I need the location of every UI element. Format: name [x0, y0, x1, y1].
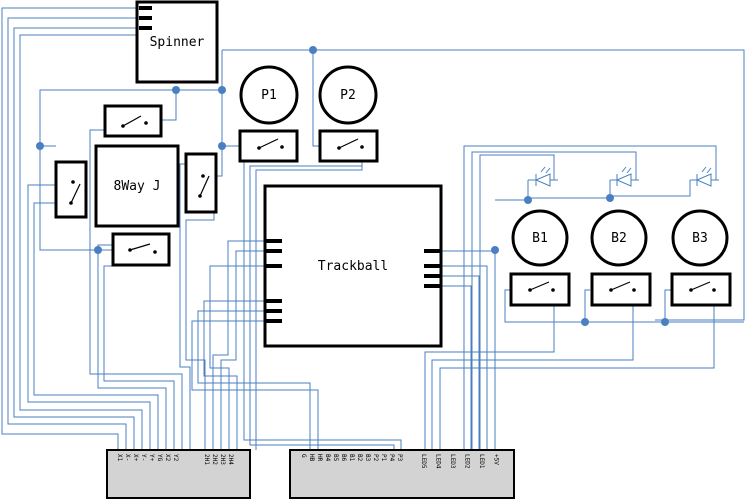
led-2 [610, 166, 639, 187]
connector-right-pin-label: LED5 [420, 454, 427, 469]
connector-left-pin-label: Y2 [172, 454, 179, 462]
switch-bottom [111, 232, 171, 267]
connector-right-pin-label: P3 [396, 454, 403, 462]
connector-right-pin-label: B1 [348, 454, 355, 462]
connector-right-pin-label: B2 [356, 454, 363, 462]
wires [1, 7, 745, 450]
junction-dots [36, 46, 669, 326]
b2-label: B2 [611, 231, 627, 246]
connector-right-pin-label: B3 [364, 454, 371, 462]
connector-right-pin-label: G [300, 454, 307, 458]
trackball: Trackball [263, 184, 443, 348]
joystick-label: 8Way J [114, 179, 161, 194]
connector-left-pin-label: X- [124, 454, 131, 461]
connector-right-pin-label: B4 [324, 454, 331, 462]
joystick-8way: 8Way J [94, 144, 180, 228]
connector-right-pin-label: HR [316, 454, 323, 462]
b3-button: B3 [670, 209, 732, 307]
connector-right-pin-label: LED2 [464, 454, 471, 469]
p2-button: P2 [318, 65, 379, 163]
b2-button: B2 [590, 209, 652, 307]
connector-right-pin-label: LED4 [435, 454, 442, 469]
switch-right [184, 152, 218, 214]
connector-right-pin-label: P2 [372, 454, 379, 462]
connector-left-pin-label: 2H4 [227, 454, 234, 465]
connector-right-pin-label: P4 [388, 454, 395, 462]
switch-left [54, 160, 88, 219]
switch-top [103, 104, 163, 138]
connector-left-pin-label: 2H2 [211, 454, 218, 465]
connector-left-pin-label: 2H1 [203, 454, 210, 465]
connector-left-pin-label: X2 [164, 454, 171, 462]
connector-right-pin-label: B6 [340, 454, 347, 462]
p1-button: P1 [238, 65, 299, 163]
connector-left-pin-label: YG [156, 454, 163, 462]
trackball-label: Trackball [318, 259, 388, 274]
connector-left-pin-label: Y- [140, 454, 147, 461]
p1-label: P1 [261, 88, 277, 103]
connector-right-pin-label: LED1 [478, 454, 485, 469]
b3-label: B3 [692, 231, 708, 246]
connector-left-pin-label: Y+ [148, 454, 155, 462]
connector-right-pin-label: B5 [332, 454, 339, 462]
connector-right-pin-label: +5V [493, 454, 500, 465]
led-1 [528, 166, 558, 187]
b1-label: B1 [532, 231, 548, 246]
p2-label: P2 [340, 88, 356, 103]
connector-right-pin-label: HB [308, 454, 315, 462]
b1-button: B1 [509, 209, 571, 307]
connector-left-pin-label: 2H3 [219, 454, 226, 465]
connector-right-pin-label: P1 [380, 454, 387, 462]
connector-right-pin-label: LED3 [449, 454, 456, 469]
spinner: Spinner [135, 0, 219, 84]
connector-left-pin-label: X1 [116, 454, 123, 462]
spinner-label: Spinner [150, 35, 205, 50]
connector-left-pin-label: X+ [132, 454, 139, 462]
led-3 [690, 166, 719, 187]
